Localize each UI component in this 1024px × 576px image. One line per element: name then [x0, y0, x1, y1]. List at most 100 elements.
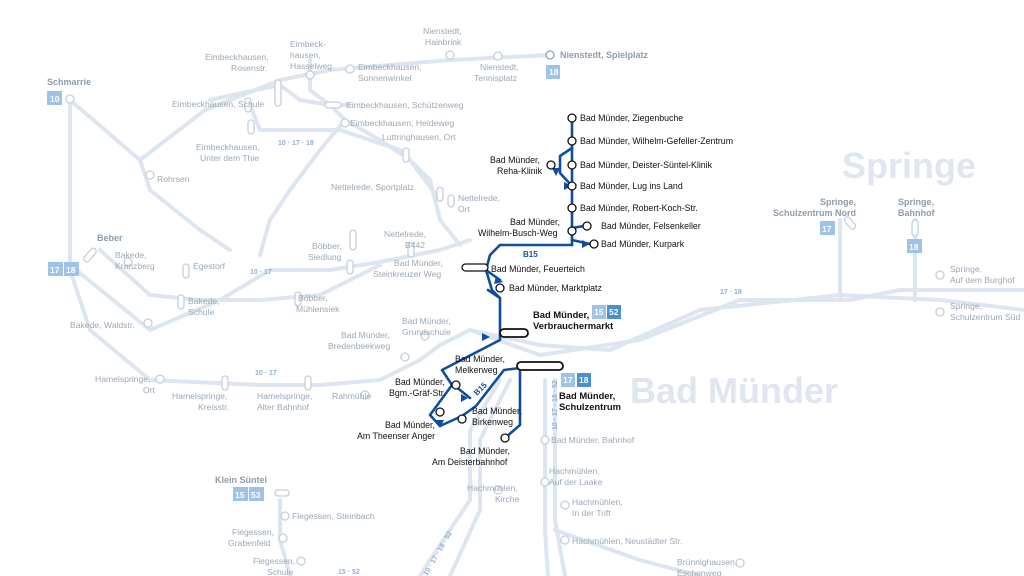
stop-label: Bad Münder, [510, 217, 560, 227]
stop-marker[interactable] [589, 239, 599, 249]
stop-label: Unter dem Thie [200, 153, 259, 163]
stop-marker[interactable] [461, 263, 489, 272]
stop-label: Mühlensiek [296, 304, 340, 314]
stop-label: Hachmühlen, [467, 483, 518, 493]
stop-marker[interactable] [567, 113, 577, 123]
stop-marker[interactable] [435, 407, 445, 417]
stop-label: Melkerweg [455, 365, 498, 375]
line-badge: 18 [577, 373, 591, 387]
stop-label: Eimbeckhausen, Schule [172, 99, 264, 109]
stop-label: Alter Bahnhof [257, 402, 310, 412]
stop-label: Flegessen, [232, 527, 274, 537]
svg-text:18: 18 [579, 375, 589, 385]
stop-marker[interactable] [567, 160, 577, 170]
stop-label: Bad Münder, Robert-Koch-Str. [580, 203, 698, 213]
svg-text:17: 17 [563, 375, 573, 385]
stop-label: Flegessen, Steinbach [292, 511, 375, 521]
stop-label: Grundschule [402, 327, 451, 337]
stop-label: Egestorf [193, 261, 226, 271]
stop-label: Bakede, [115, 250, 147, 260]
line-badge: 17 [561, 373, 575, 387]
svg-text:15: 15 [594, 307, 604, 317]
stop-label: Nettelrede, [384, 229, 426, 239]
route-label: B15 [523, 250, 538, 259]
stop-label: Rahmühle [332, 391, 371, 401]
line-badge: 18 [907, 239, 922, 253]
stop-marker[interactable] [495, 283, 505, 293]
active-stops [435, 113, 599, 443]
stop-label: Beber [97, 233, 123, 243]
stop-label: Nienstedt, [480, 62, 519, 72]
stop-label: Bad Münder, [385, 420, 435, 430]
line-badge: 52 [607, 305, 621, 319]
stop-label: Birkenweg [472, 417, 513, 427]
town-label-springe: Springe [842, 145, 976, 186]
stop-marker[interactable] [567, 136, 577, 146]
stop-label: Kranzberg [115, 261, 155, 271]
stop-label: Tennisplatz [474, 73, 517, 83]
stop-label: In der Trift [572, 508, 611, 518]
stop-label: Bad Münder, [460, 446, 510, 456]
stop-label: Am Deisterbahnhof [432, 457, 508, 467]
stop-label: Bad Münder, [455, 354, 505, 364]
stop-label: Rohrsen [157, 174, 190, 184]
stop-label: Schulzentrum Nord [773, 208, 856, 218]
stop-label: Luttringhausen, Ort [382, 132, 456, 142]
svg-text:10: 10 [50, 94, 60, 104]
stop-marker[interactable] [516, 361, 564, 371]
stop-label: Klein Süntel [215, 475, 267, 485]
stop-label: Bad Münder, Marktplatz [509, 283, 602, 293]
line-label: 10 · 17 [250, 269, 272, 276]
stop-label: hausen, [290, 50, 321, 60]
stop-label: Rosenstr. [231, 63, 267, 73]
stop-marker[interactable] [567, 203, 577, 213]
stop-marker[interactable] [567, 181, 577, 191]
line-badge: 18 [546, 65, 560, 79]
stop-label: Schulzentrum Süd [950, 312, 1020, 322]
line-label: 15 · 52 [338, 569, 360, 576]
stop-label: Bad Münder, Deister-Süntel-Klinik [580, 160, 713, 170]
stop-marker[interactable] [582, 221, 592, 231]
stop-label: Bad Münder, [402, 316, 451, 326]
stop-label: Bad Münder, [533, 309, 589, 320]
svg-text:15: 15 [235, 490, 245, 500]
stop-label: Kirche [495, 494, 520, 504]
stop-label: Eimbeckhausen, [196, 142, 260, 152]
svg-text:18: 18 [549, 67, 559, 77]
stop-label: Bad Münder, [490, 155, 540, 165]
svg-text:53: 53 [251, 490, 261, 500]
stop-label: Hachmühlen, [572, 497, 623, 507]
stop-label: Am Theenser Anger [357, 431, 435, 441]
stop-label: Bad Münder, [395, 377, 445, 387]
stop-label: Bad Münder, Kurpark [601, 239, 685, 249]
stop-label: Ort [143, 385, 156, 395]
stop-label: Eschenweg [677, 568, 722, 576]
stop-label: Bad Münder, [559, 390, 615, 401]
route-label: B15 [472, 380, 489, 397]
stop-label: Brünnighausen, [677, 557, 737, 567]
line-badge: 15 [592, 305, 606, 319]
stop-marker[interactable] [451, 380, 461, 390]
stop-label: Grabenfeld [228, 538, 271, 548]
stop-marker[interactable] [457, 414, 467, 424]
line-label: 10 · 17 · 18 [278, 140, 314, 147]
stop-label: Bad Münder, [341, 330, 390, 340]
stop-label: Schulzentrum [559, 401, 621, 412]
stop-marker[interactable] [567, 226, 577, 236]
line-label: 10 · 17 · 18 · 52 [552, 380, 559, 430]
stop-label: Bad Münder, Bahnhof [551, 435, 635, 445]
stop-label: Bad Münder, Ziegenbuche [580, 113, 683, 123]
stop-label: Eimbeckhausen, [205, 52, 269, 62]
stop-label: Bahnhof [898, 208, 935, 218]
stop-marker[interactable] [546, 160, 556, 170]
stop-marker[interactable] [500, 433, 510, 443]
stop-label: Bad Münder, [394, 258, 443, 268]
stop-marker[interactable] [499, 328, 529, 338]
stop-label: Eimbeckhausen, [358, 62, 422, 72]
stop-label: Hainbrink [425, 37, 462, 47]
stop-label: Siedlung [308, 252, 342, 262]
stop-label: Bad Münder, Feuerteich [491, 264, 585, 274]
stop-label: Springe, [820, 197, 856, 207]
stop-label: Sonnenwinkel [358, 73, 412, 83]
stop-label: Böbber, [312, 241, 342, 251]
